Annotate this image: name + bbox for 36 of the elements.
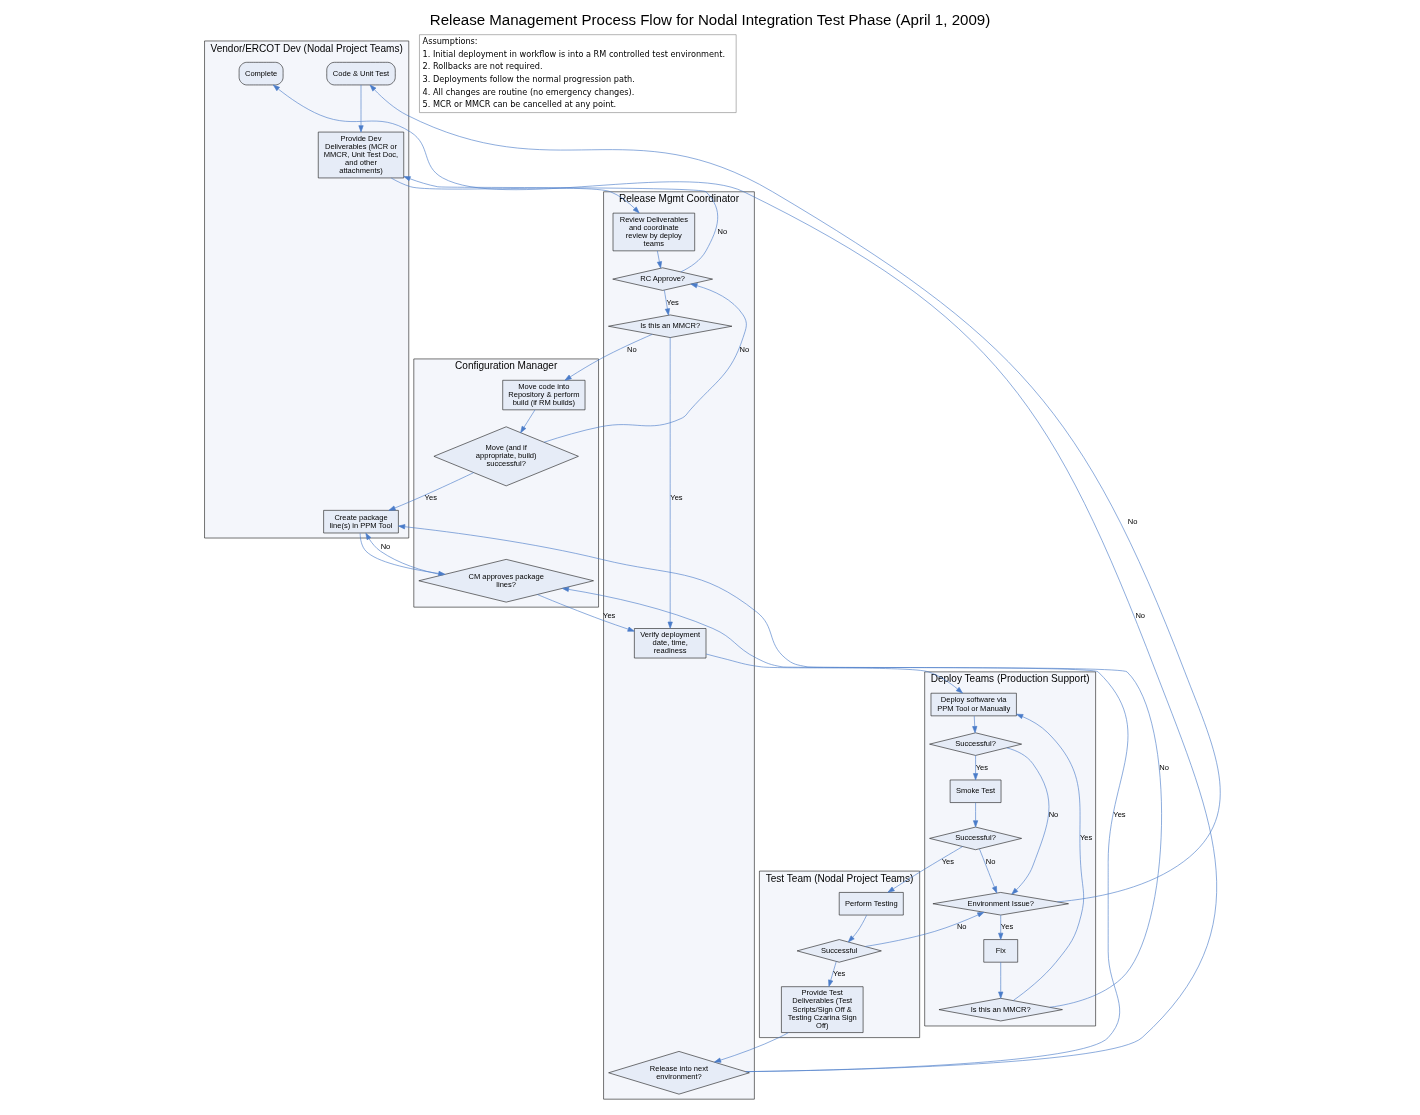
arrow [403,176,718,273]
arrow [998,914,1004,940]
arrow [1013,713,1084,1001]
arrow [273,84,1217,1072]
arrow [973,755,979,781]
arrow [1006,747,1050,895]
arrow [972,715,978,734]
arrow [848,915,867,943]
arrow [998,962,1004,999]
label: 5. MCR or MMCR can be cancelled at any point. [422,99,617,110]
arrow [887,846,963,893]
arrow [369,84,1221,903]
diagram-title: Release Management Process Flow for Nodal Integration Test Phase (April 1, 2009) [429,11,991,29]
arrow [656,250,662,269]
arrow [537,594,635,632]
arrow [390,177,640,214]
arrow [667,337,673,629]
arrow [714,1032,789,1063]
arrow [358,84,364,133]
label: 4. All changes are routine (no emergency changes). [422,86,635,97]
arrow [865,912,985,947]
arrow [979,848,998,894]
arrow [520,409,536,433]
label: Assumptions: [422,36,478,47]
arrow [564,334,653,381]
arrow [398,524,1162,1008]
label: 3. Deployments follow the normal progression path. [422,74,635,85]
arrow [664,289,670,316]
label: 2. Rollbacks are not required. [422,61,543,72]
arrow [562,586,1129,1072]
arrow [828,961,837,987]
arrow [705,653,963,694]
arrow [543,283,747,443]
arrow [973,802,979,828]
arrow [388,472,474,511]
label: 1. Initial deployment in workflow is into a RM controlled test environment. [422,48,725,59]
